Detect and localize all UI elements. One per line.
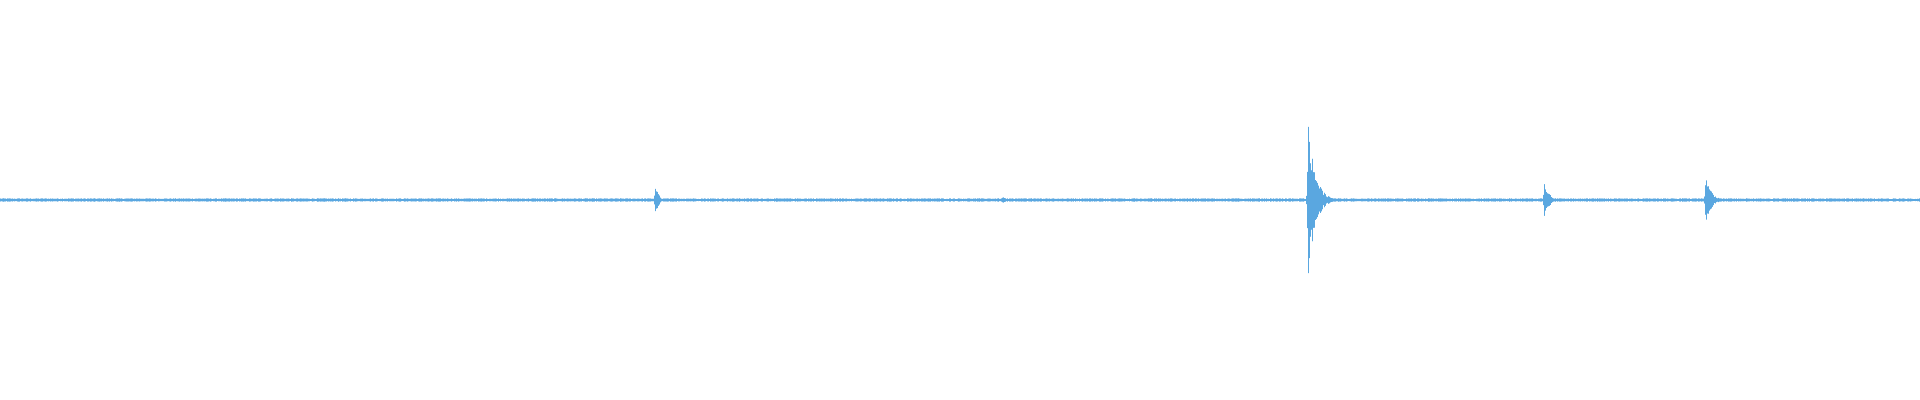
waveform-samples <box>0 126 1920 274</box>
waveform-path <box>0 126 1920 274</box>
